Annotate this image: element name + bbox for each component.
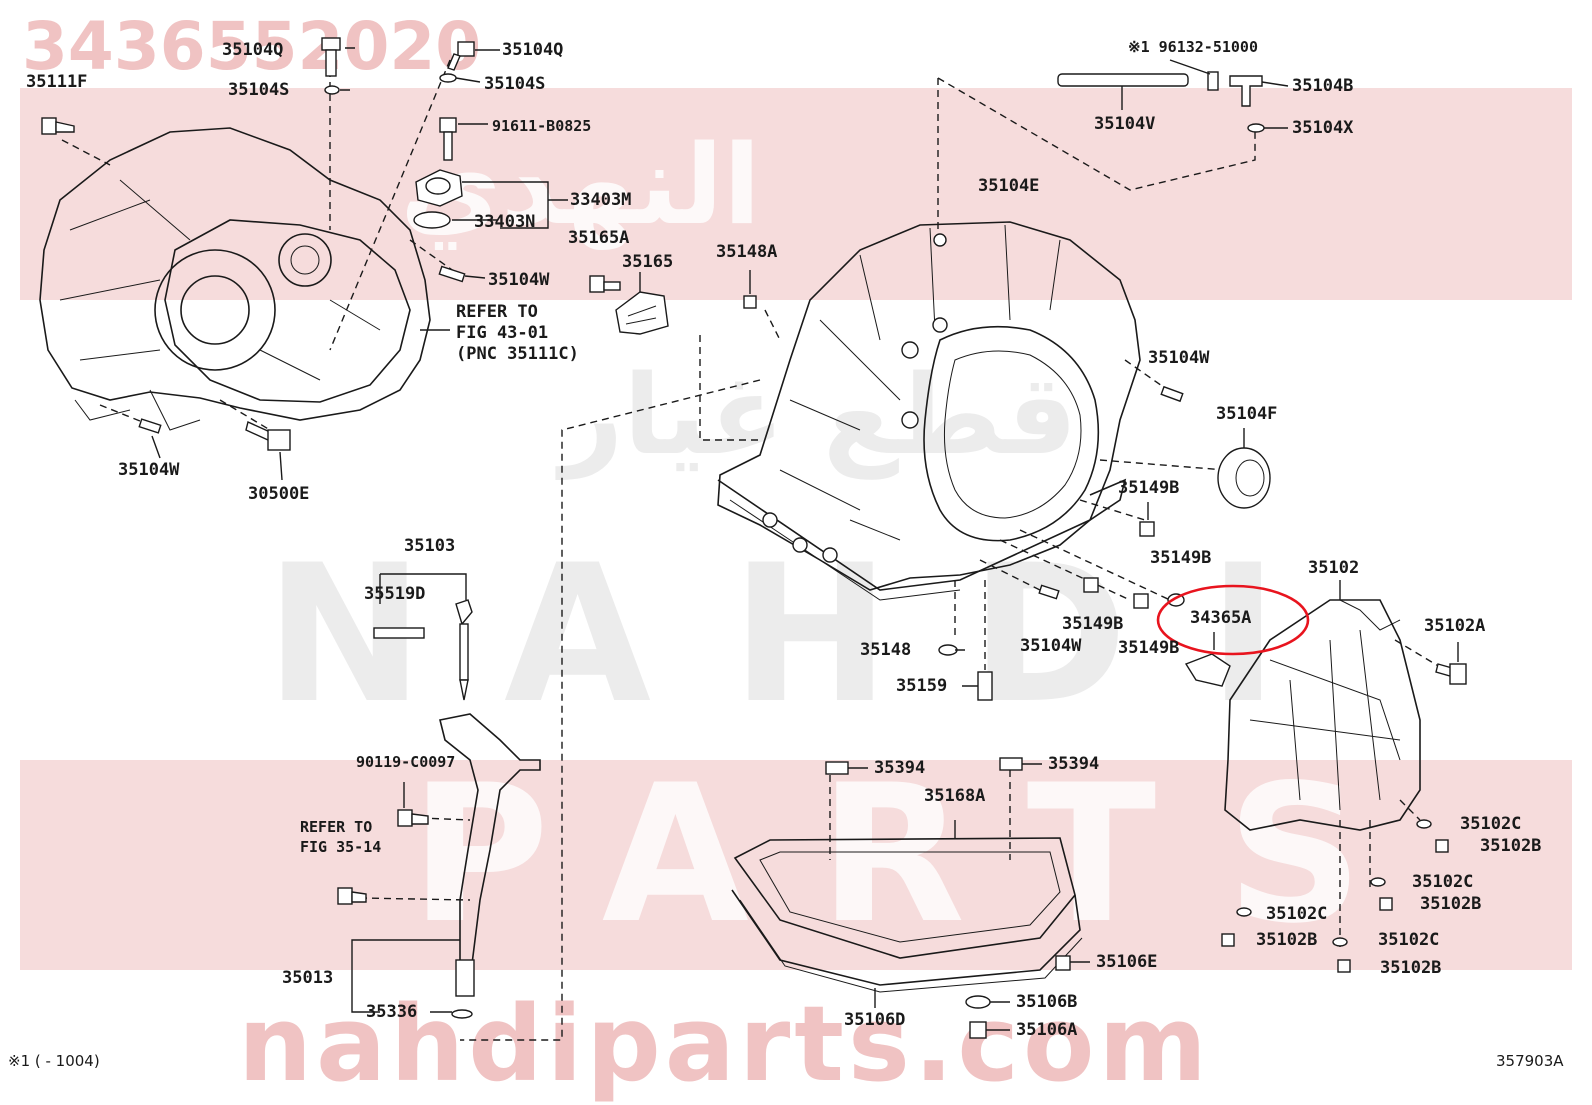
bolt-35104Q-left [321, 37, 341, 77]
label-35102B-4[interactable]: 35102B [1380, 958, 1442, 978]
cover-35165 [615, 291, 669, 335]
label-refer-to-43: REFER TO [456, 302, 538, 322]
oil-pan-gasket-35168A [733, 837, 1076, 959]
watermark-band-bottom [20, 760, 1572, 970]
label-35103[interactable]: 35103 [404, 536, 456, 556]
highlight-circle [1156, 584, 1310, 656]
bolt-35165A [589, 275, 621, 293]
diagram-code: 357903A [1496, 1052, 1564, 1070]
label-35106D[interactable]: 35106D [844, 1010, 906, 1030]
label-35102A[interactable]: 35102A [1424, 616, 1486, 636]
label-34365A[interactable]: 34365A [1190, 608, 1252, 628]
watermark-parts: PARTS [410, 744, 1434, 965]
label-35165[interactable]: 35165 [622, 252, 674, 272]
label-35102C-3[interactable]: 35102C [1266, 904, 1328, 924]
label-35149B-2[interactable]: 35149B [1150, 548, 1212, 568]
label-35104E[interactable]: 35104E [978, 176, 1040, 196]
label-35336[interactable]: 35336 [366, 1002, 418, 1022]
label-refer-to-35: REFER TO [300, 818, 373, 836]
bolt-35104Q-right [447, 41, 475, 71]
bolt-91611 [439, 117, 457, 161]
label-90119-C0097[interactable]: 90119-C0097 [356, 753, 456, 771]
breather-tube-35104V [1057, 73, 1189, 87]
label-35102C-2[interactable]: 35102C [1412, 872, 1474, 892]
label-35102C-1[interactable]: 35102C [1460, 814, 1522, 834]
label-35104W-right[interactable]: 35104W [1148, 348, 1210, 368]
label-35148A[interactable]: 35148A [716, 242, 778, 262]
watermark-part-number: 3436552020 [22, 8, 482, 85]
footer-note: ※1 ( - 1004) [8, 1052, 100, 1070]
label-35111F[interactable]: 35111F [26, 72, 88, 92]
label-35102B-1[interactable]: 35102B [1480, 836, 1542, 856]
label-35106B[interactable]: 35106B [1016, 992, 1078, 1012]
bolt-35111F [41, 117, 75, 135]
label-note-96132: ※1 96132-51000 [1128, 38, 1258, 56]
label-35104Q-right[interactable]: 35104Q [502, 40, 564, 60]
label-35106E[interactable]: 35106E [1096, 952, 1158, 972]
label-35104W-top[interactable]: 35104W [488, 270, 550, 290]
label-35149B-4[interactable]: 35149B [1118, 638, 1180, 658]
label-33403M[interactable]: 33403M [570, 190, 632, 210]
label-35159[interactable]: 35159 [896, 676, 948, 696]
label-fig-43-01[interactable]: FIG 43-01 [456, 323, 549, 343]
dipstick-35103 [455, 599, 473, 701]
label-pnc-35111C: (PNC 35111C) [456, 344, 579, 364]
label-35104Q-left[interactable]: 35104Q [222, 40, 284, 60]
label-35104S-right[interactable]: 35104S [484, 74, 546, 94]
cover-35102 [1224, 599, 1421, 831]
watermark-url: nahdiparts.com [238, 983, 1211, 1105]
label-35104V[interactable]: 35104V [1094, 114, 1156, 134]
transmission-case [717, 221, 1141, 601]
transaxle-housing [39, 127, 431, 431]
label-35168A[interactable]: 35168A [924, 786, 986, 806]
label-35104W-bottom[interactable]: 35104W [1020, 636, 1082, 656]
label-35102B-3[interactable]: 35102B [1256, 930, 1318, 950]
label-35104F[interactable]: 35104F [1216, 404, 1278, 424]
label-fig-35-14[interactable]: FIG 35-14 [300, 838, 382, 856]
label-30500E[interactable]: 30500E [248, 484, 310, 504]
bracket-34365A [1184, 653, 1231, 687]
label-35394-right[interactable]: 35394 [1048, 754, 1100, 774]
label-35102[interactable]: 35102 [1308, 558, 1360, 578]
label-35102C-4[interactable]: 35102C [1378, 930, 1440, 950]
sensor-33403M [415, 169, 463, 207]
label-33403N[interactable]: 33403N [474, 212, 536, 232]
label-35394-left[interactable]: 35394 [874, 758, 926, 778]
label-35148[interactable]: 35148 [860, 640, 912, 660]
bolt-35102A [1435, 663, 1467, 685]
label-35104X[interactable]: 35104X [1292, 118, 1354, 138]
label-35165A[interactable]: 35165A [568, 228, 630, 248]
label-35104S-left[interactable]: 35104S [228, 80, 290, 100]
label-91611-B0825[interactable]: 91611-B0825 [492, 117, 592, 135]
label-35104B[interactable]: 35104B [1292, 76, 1354, 96]
breather-plug-35104B [1229, 75, 1263, 107]
label-35102B-2[interactable]: 35102B [1420, 894, 1482, 914]
label-35104W-left[interactable]: 35104W [118, 460, 180, 480]
label-35149B-1[interactable]: 35149B [1118, 478, 1180, 498]
watermark-arabic-mid: قطع غيار [560, 351, 1078, 479]
seal-35104F [1217, 447, 1271, 509]
bolt-30500E [245, 421, 291, 451]
label-35106A[interactable]: 35106A [1016, 1020, 1078, 1040]
oil-filler-tube-35013 [439, 713, 541, 997]
label-35013[interactable]: 35013 [282, 968, 334, 988]
label-35519D[interactable]: 35519D [364, 584, 426, 604]
label-35149B-3[interactable]: 35149B [1062, 614, 1124, 634]
